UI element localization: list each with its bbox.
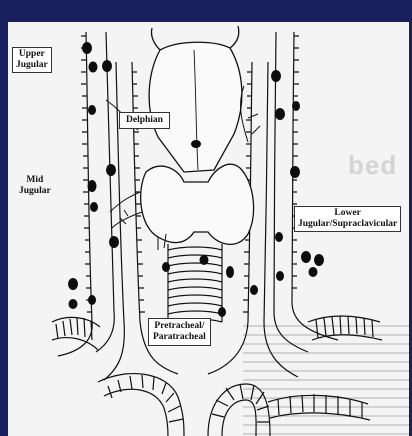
- trachea: [168, 244, 222, 322]
- label-lower-jugular: Lower Jugular/Supraclavicular: [294, 206, 401, 232]
- lymph-node: [275, 108, 285, 120]
- lymph-node: [276, 271, 284, 281]
- diagram-panel: bed: [8, 22, 409, 436]
- lymph-node: [290, 166, 300, 178]
- lymph-node: [191, 140, 201, 148]
- label-upper-jugular: Upper Jugular: [12, 47, 52, 73]
- lymph-node: [250, 285, 258, 295]
- lymph-node: [109, 236, 119, 248]
- label-lower-jugular-line-2: Jugular/Supraclavicular: [298, 219, 397, 230]
- aortic-arch: [98, 374, 370, 436]
- right-outer-vessel: [274, 32, 338, 352]
- thyroid-gland: [141, 164, 254, 244]
- label-mid-jugular-line-2: Jugular: [19, 186, 51, 197]
- lymph-node: [82, 42, 92, 54]
- label-upper-jugular-line-2: Jugular: [16, 60, 48, 71]
- label-upper-jugular-line-1: Upper: [16, 49, 48, 60]
- lymph-node: [90, 202, 98, 212]
- right-subclavian-vessel: [308, 316, 382, 340]
- thyroid-cartilage: [149, 26, 242, 172]
- lymph-node: [292, 101, 300, 111]
- lymph-node: [89, 62, 98, 73]
- lymph-node: [88, 105, 96, 115]
- lymph-node: [218, 307, 226, 317]
- lymph-node: [106, 164, 116, 176]
- lymph-node: [200, 255, 209, 265]
- lymph-node: [102, 60, 112, 72]
- lymph-node: [68, 278, 78, 290]
- left-outer-vessel: [58, 32, 114, 356]
- lymph-node: [226, 266, 234, 278]
- lymph-node: [271, 70, 281, 82]
- label-pretracheal-line-1: Pretracheal/: [153, 321, 206, 332]
- lymph-node: [88, 295, 96, 305]
- lymph-node: [69, 299, 78, 309]
- label-mid-jugular-line-1: Mid: [19, 175, 51, 186]
- label-mid-jugular: Mid Jugular: [16, 174, 54, 198]
- lymph-node: [314, 254, 324, 266]
- label-lower-jugular-line-1: Lower: [298, 208, 397, 219]
- left-subclavian-vessel: [52, 317, 100, 350]
- label-pretracheal-line-2: Paratracheal: [153, 332, 206, 343]
- label-delphian: Delphian: [119, 112, 170, 129]
- label-pretracheal: Pretracheal/ Paratracheal: [148, 318, 211, 346]
- lymph-node: [275, 232, 283, 242]
- lymph-node: [309, 267, 318, 277]
- lymph-node: [88, 180, 97, 192]
- lymph-node: [162, 262, 170, 272]
- lymph-node: [301, 251, 311, 263]
